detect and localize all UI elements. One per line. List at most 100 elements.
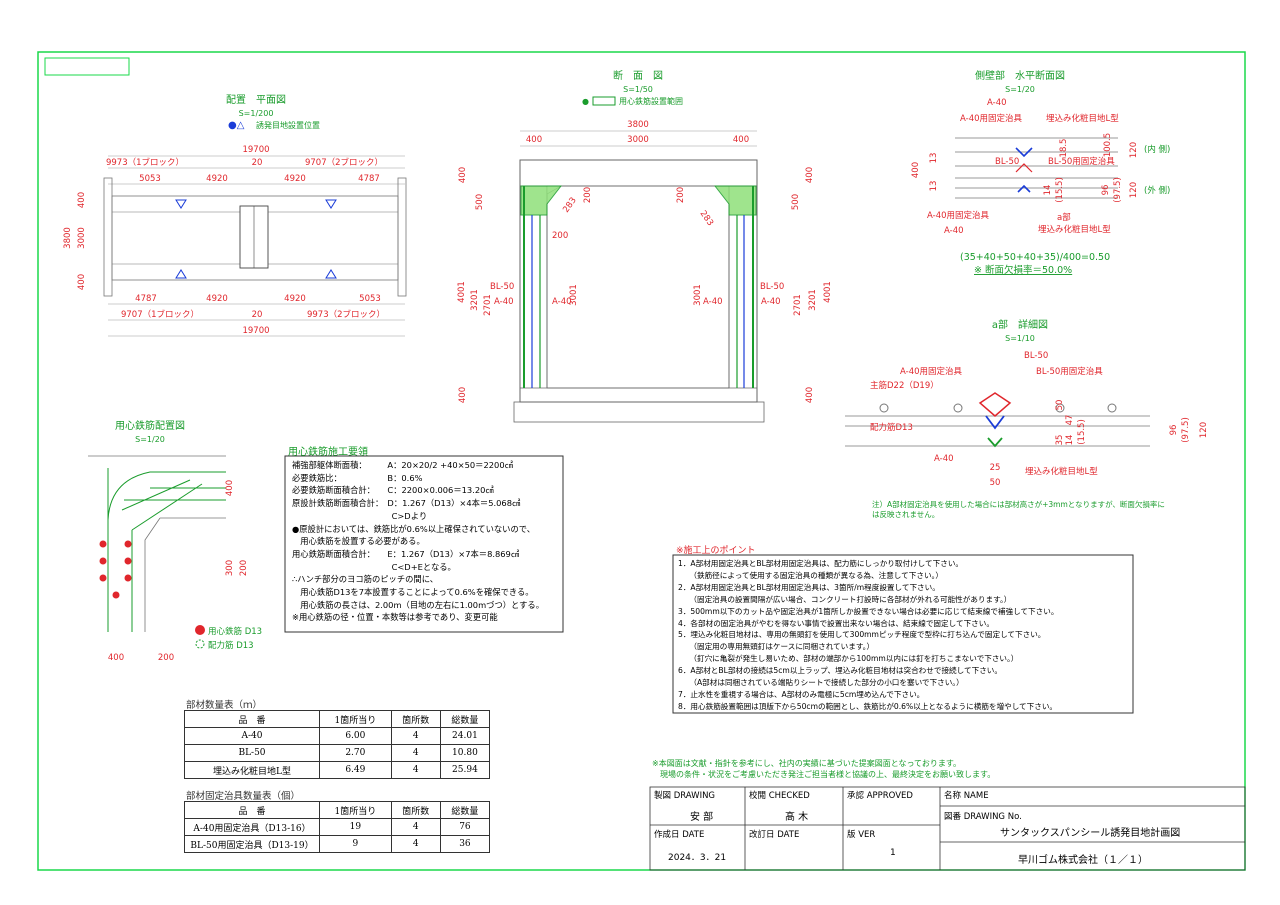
detail-dim-35: 35 [1055,435,1065,446]
sheet-border [37,51,1246,871]
calc-line: 用心鉄筋D13を7本設置することによって0.6%を確保できる。 [292,587,534,598]
section-view: 断 面 図 S=1/50 ● 用心鉄筋設置範囲 3800 400 3000 40… [457,69,833,423]
material-header: 総数量 [439,710,491,728]
plan-view: 配置 平面図 S=1/200 ●△ 誘発目地設置位置 19700 9973（1ブ… [63,94,407,337]
detail-label-a40: A-40 [934,454,954,464]
detail-view: a部 詳細図 S=1/10 A-40用固定治具 主筋D22（D19） BL-50… [845,318,1209,488]
fixture-table-title: 部材固定治具数量表（個） [186,791,301,802]
table-row: BL-50 2.70 4 10.80 [184,744,491,762]
material-cell: 4 [390,744,441,762]
plan-top-seg4: 4787 [358,174,380,184]
points-line: （釘穴に亀裂が発生し易いため、部材の端部から100mm以内には釘を打ちこまないで… [678,654,1019,664]
calc-line: 必要鉄筋比： B：0.6% [292,472,423,483]
sidewall-dim-120b: 120 [1129,182,1139,198]
detail-title: a部 詳細図 [992,318,1048,331]
detail-dim-50b: 50 [990,478,1001,488]
section-left-3201: 3201 [470,289,480,311]
sidewall-inner: (内 側) [1144,144,1170,155]
fixture-cell: BL-50用固定治具（D13-19） [184,835,320,853]
tb-ver-label: 版 VER [847,830,876,840]
sidewall-outer: (外 側) [1144,185,1170,196]
plan-top-seg3: 4920 [284,174,306,184]
points-line: 6．A部材とBL部材の接続は5cm以上ラップ、埋込み化粧目地材は突合わせで接続し… [678,666,1002,676]
section-a-left2: A-40 [552,297,572,307]
points-line: 8．用心鉄筋設置範囲は頂版下から50cmの範囲とし、鉄筋比が0.6%以上となるよ… [678,701,1058,711]
calc-line: C>Dより [292,510,428,521]
points-line: 4．各部材の固定治具がやむを得ない事情で設置出来ない場合は、結束線で固定して下さ… [678,618,994,628]
plan-left-dim2: 3000 [77,227,87,249]
tb-no-label: 図番 DRAWING No. [944,812,1022,822]
detail-dim-14: 14 [1065,435,1075,446]
sidewall-dim-400: 400 [911,162,921,178]
material-cell: 4 [390,761,441,779]
section-left-2701: 2701 [483,294,493,316]
sidewall-ratio: ※ 断面欠損率＝50.0% [974,264,1072,276]
calc-line: 原設計鉄筋断面積合計： D：1.267（D13）×4本＝5.068㎠ [292,498,521,509]
section-a-left: A-40 [494,297,514,307]
material-header: 品 番 [184,710,320,728]
sidewall-dim-120a: 120 [1129,142,1139,158]
rebar-dim-200a: 200 [239,560,249,576]
svg-text:●: ● [582,97,589,106]
tb-date-value: 2024．3．21 [668,853,727,863]
plan-bot-total: 19700 [242,326,269,336]
points-line: 7．止水性を重視する場合は、A部材のみ電極に5cm埋め込んで下さい。 [678,689,925,699]
material-cell: 埋込み化粧目地L型 [184,761,320,779]
points-line: 1．A部材用固定治具とBL部材用固定治具は、配力筋にしっかり取付けして下さい。 [678,559,964,568]
section-left-400a: 400 [458,167,468,183]
section-a-right2: A-40 [703,297,723,307]
fixture-header: 箇所数 [390,801,441,819]
section-haunch-283a: 283 [561,196,579,215]
fixture-header: 1箇所当り [319,801,392,819]
detail-dim-50: 50 [1055,400,1065,411]
sidewall-dim-14: 14 [1043,185,1053,196]
calc-line: 補強部躯体断面積： A：20×20/2 +40×50＝2200㎠ [292,460,513,470]
rebar-dim-400b: 400 [108,653,124,663]
detail-dim-97-5: (97.5) [1181,417,1191,443]
tb-company: 早川ゴム株式会社（１／１） [1018,855,1148,866]
fixture-cell: 9 [319,835,392,853]
sidewall-dim-18-5: 18.5 [1059,139,1069,158]
points-line: （A部材は同梱されている端貼りシートで接続した部分の小口を塞いで下さい。） [678,678,964,688]
calc-title: 用心鉄筋施工要領 [288,447,368,458]
plan-bot-seg1: 4787 [135,294,157,304]
section-inner-3001a: 3001 [569,284,579,306]
fixture-header: 品 番 [184,801,320,819]
material-cell: BL-50 [184,744,320,762]
section-right-400a: 400 [805,167,815,183]
sidewall-label-jig-a2: A-40用固定治具 [927,210,990,221]
section-haunch-200c: 200 [676,187,686,203]
sidewall-dim-15-5: (15.5) [1055,177,1065,203]
sidewall-scale: S=1/20 [1005,85,1035,94]
points-line: （固定用の専用無頭釘はケースに同梱されています。） [678,642,875,652]
detail-label-main-bar: 主筋D22（D19） [870,380,939,391]
section-scale: S=1/50 [623,85,653,94]
detail-dim-25: 25 [990,463,1001,473]
sidewall-dim-13b: 13 [929,181,939,192]
section-top-total: 3800 [627,120,649,130]
points-line: （鉄筋径によって使用する固定治具の種類が異なる為、注意して下さい。） [678,570,943,580]
section-legend: 用心鉄筋設置範囲 [619,96,683,106]
calc-line: 用心鉄筋の長さは、2.00m（目地の左右に1.00mづつ）とする。 [292,599,544,610]
sidewall-dim-100-5: 100.5 [1103,133,1113,157]
material-cell: 6.00 [319,727,392,745]
section-right-2701: 2701 [793,294,803,316]
section-bl-right: BL-50 [760,282,784,292]
footnote: ※本図面は文献・指針を参考にし、社内の実績に基づいた提案図面となっております。 … [652,758,995,780]
plan-left-dim3: 400 [77,274,87,290]
detail-scale: S=1/10 [1005,334,1035,343]
detail-label-jig-bl: BL-50用固定治具 [1036,366,1103,377]
tb-checked-label: 校閲 CHECKED [749,791,810,801]
rebar-dim-400a: 400 [225,480,235,496]
fixture-cell: 19 [319,818,392,836]
plan-top-block2: 20 [252,158,263,168]
table-row: 埋込み化粧目地L型 6.49 4 25.94 [184,761,491,779]
section-haunch-200b: 200 [552,231,568,241]
section-a-right: A-40 [761,297,781,307]
points-title: ※施工上のポイント [676,546,756,556]
tb-revised-label: 改訂日 DATE [749,830,800,840]
plan-bot-block3: 9973（2ブロック） [307,309,385,320]
material-cell: 4 [390,727,441,745]
section-right-3201: 3201 [808,289,818,311]
